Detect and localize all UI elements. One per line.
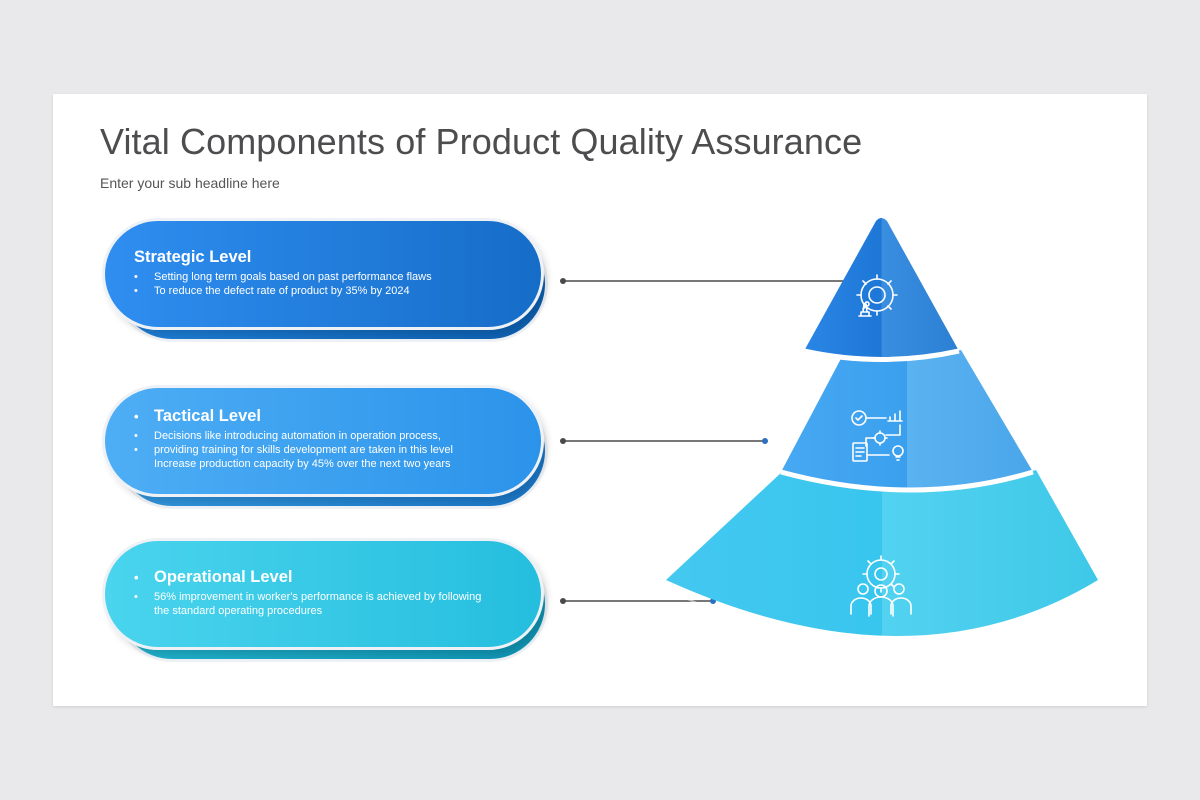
card-text: Strategic Level •Setting long term goals… [134,248,514,298]
tactical-tier [781,350,1033,489]
card-face [102,538,544,650]
tier-divider [803,348,960,362]
list-item: Increase production capacity by 45% over… [154,458,451,470]
level-title: • Tactical Level [134,407,262,425]
strategic-level-card: Strategic Level •Setting long term goals… [102,218,554,346]
level-bullets: •Decisions like introducing automation i… [134,429,514,471]
operational-level-card: • Operational Level •56% improvement in … [102,538,554,666]
level-bullets: •56% improvement in worker's performance… [134,590,514,618]
slide: Vital Components of Product Quality Assu… [53,94,1147,706]
card-face [102,218,544,330]
connector-start-dot [560,438,566,444]
connector-start-dot [560,598,566,604]
card-text: • Operational Level •56% improvement in … [134,568,514,618]
card-face [102,385,544,497]
pyramid-diagram [560,218,1098,645]
card-text: • Tactical Level •Decisions like introdu… [134,407,514,471]
tactical-level-card: • Tactical Level •Decisions like introdu… [102,385,554,513]
connector-end-dot [762,438,768,444]
list-item: •To reduce the defect rate of product by… [134,285,410,297]
level-title: Strategic Level [134,248,252,266]
process-flow-chart-icon [851,410,904,462]
tier-divider [780,469,1034,493]
connector-lines [560,278,856,604]
team-gear-icon [850,555,912,617]
list-item: •Decisions like introducing automation i… [134,430,441,442]
page-title: Vital Components of Product Quality Assu… [100,121,863,162]
list-item: •56% improvement in worker's performance… [134,591,482,603]
list-item: •providing training for skills developme… [134,444,453,456]
list-item: the standard operating procedures [154,605,323,617]
connector-start-dot [560,278,566,284]
page-subtitle: Enter your sub headline here [100,175,280,191]
gear-chess-strategy-icon [856,274,898,317]
operational-tier [666,470,1098,636]
level-title: • Operational Level [134,568,293,586]
tier-highlight [674,593,1090,645]
level-bullets: •Setting long term goals based on past p… [134,270,514,298]
list-item: •Setting long term goals based on past p… [134,271,432,283]
